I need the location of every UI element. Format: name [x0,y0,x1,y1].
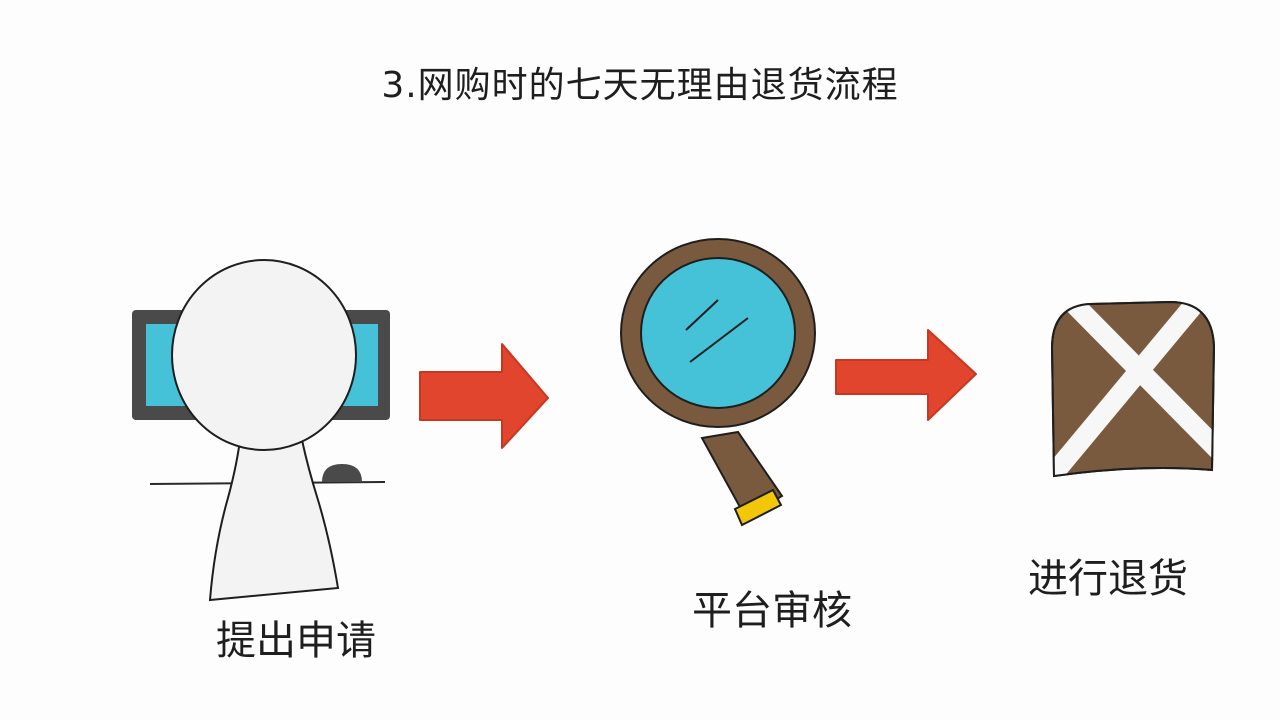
step-label-platform-review: 平台审核 [692,588,852,634]
arrow-right-icon [835,329,977,421]
person-at-computer-icon [132,259,390,602]
step-label-return-goods: 进行退货 [1028,556,1188,602]
step-label-submit-request: 提出申请 [216,618,376,664]
diagram-title: 3.网购时的七天无理由退货流程 [381,65,899,106]
crossed-package-icon [1050,300,1216,478]
magnifying-glass-icon [620,238,816,527]
arrow-right-icon [419,343,549,449]
